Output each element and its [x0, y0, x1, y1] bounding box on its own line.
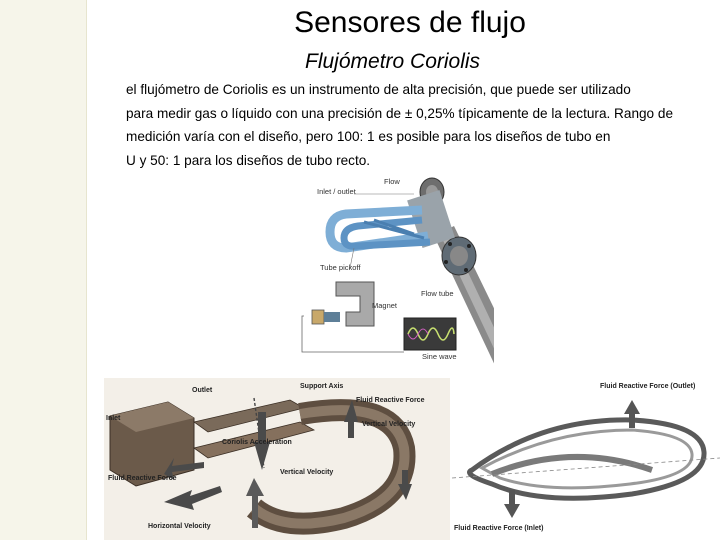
u-tube-forces-diagram: Outlet Support Axis Fluid Reactive Force… [104, 378, 450, 540]
label-flow: Flow [384, 177, 400, 186]
sidebar-divider [86, 0, 87, 540]
label-tube-pickoff: Tube pickoff [320, 263, 361, 272]
loop-outer [467, 417, 707, 501]
label-magnet: Magnet [372, 301, 398, 310]
twisting-loop-diagram: Fluid Reactive Force (Outlet) Fluid Reac… [452, 383, 720, 532]
arrow-fluid-force-left [164, 458, 204, 480]
arrow-force-inlet [504, 490, 520, 518]
label-force-inlet: Fluid Reactive Force (Inlet) [454, 525, 543, 532]
label-vertical-velocity-bottom: Vertical Velocity [280, 469, 333, 476]
slide-subtitle: Flujómetro Coriolis [305, 50, 481, 73]
arrow-force-outlet [624, 400, 640, 428]
u-bend-highlight [250, 405, 410, 529]
pickoff-core [324, 312, 340, 322]
paragraph-line: U y 50: 1 para los diseños de tubo recto… [126, 152, 371, 168]
pickoff-coil [311, 309, 325, 325]
paragraph-line: el flujómetro de Coriolis es un instrume… [126, 82, 631, 97]
arrow-horizontal-velocity [164, 486, 222, 510]
arrow-vertical-velocity [254, 412, 270, 470]
label-outlet: Outlet [192, 387, 213, 394]
tube-brace [363, 218, 425, 240]
arrow-vertical-velocity-bottom [246, 478, 264, 528]
flow-tube-upper [325, 205, 429, 253]
coriolis-meter-diagram: Inlet / outlet Flow Tube pickoff Flow tu… [301, 177, 494, 364]
label-fluid-reactive-force: Fluid Reactive Force [356, 397, 425, 404]
flange-bottom-inner [450, 246, 468, 266]
flow-tube-lower [340, 216, 431, 250]
slide-title: Sensores de flujo [294, 6, 526, 39]
twist-axis [452, 457, 720, 479]
loop-twist [490, 453, 653, 477]
body-paragraph: el flujómetro de Coriolis es un instrume… [126, 78, 696, 172]
arrow-reactive-force [344, 400, 358, 438]
label-horizontal-velocity: Horizontal Velocity [148, 523, 211, 530]
paragraph-line: medición varía con el diseño, pero 100: … [126, 129, 611, 144]
label-vertical-velocity: Vertical Velocity [362, 421, 415, 428]
label-fluid-reactive-force-left: Fluid Reactive Force [108, 475, 177, 482]
decorative-sidebar [0, 0, 86, 540]
label-sine-wave: Sine wave [422, 352, 457, 361]
magnet [335, 281, 375, 327]
sine-wave-trace-2 [407, 328, 429, 340]
label-inlet-outlet: Inlet / outlet [317, 187, 357, 196]
sine-wave-trace [407, 327, 455, 341]
arrow-right-force [398, 470, 412, 500]
label-force-outlet: Fluid Reactive Force (Outlet) [600, 383, 695, 390]
label-flow-tube: Flow tube [421, 289, 454, 298]
label-coriolis-acceleration: Coriolis Acceleration [222, 439, 292, 446]
paragraph-line: para medir gas o líquido con una precisi… [126, 105, 674, 121]
label-inlet: Inlet [106, 415, 121, 422]
signal-wire [301, 315, 404, 353]
loop-inner [478, 428, 694, 490]
label-support-axis: Support Axis [300, 383, 343, 390]
